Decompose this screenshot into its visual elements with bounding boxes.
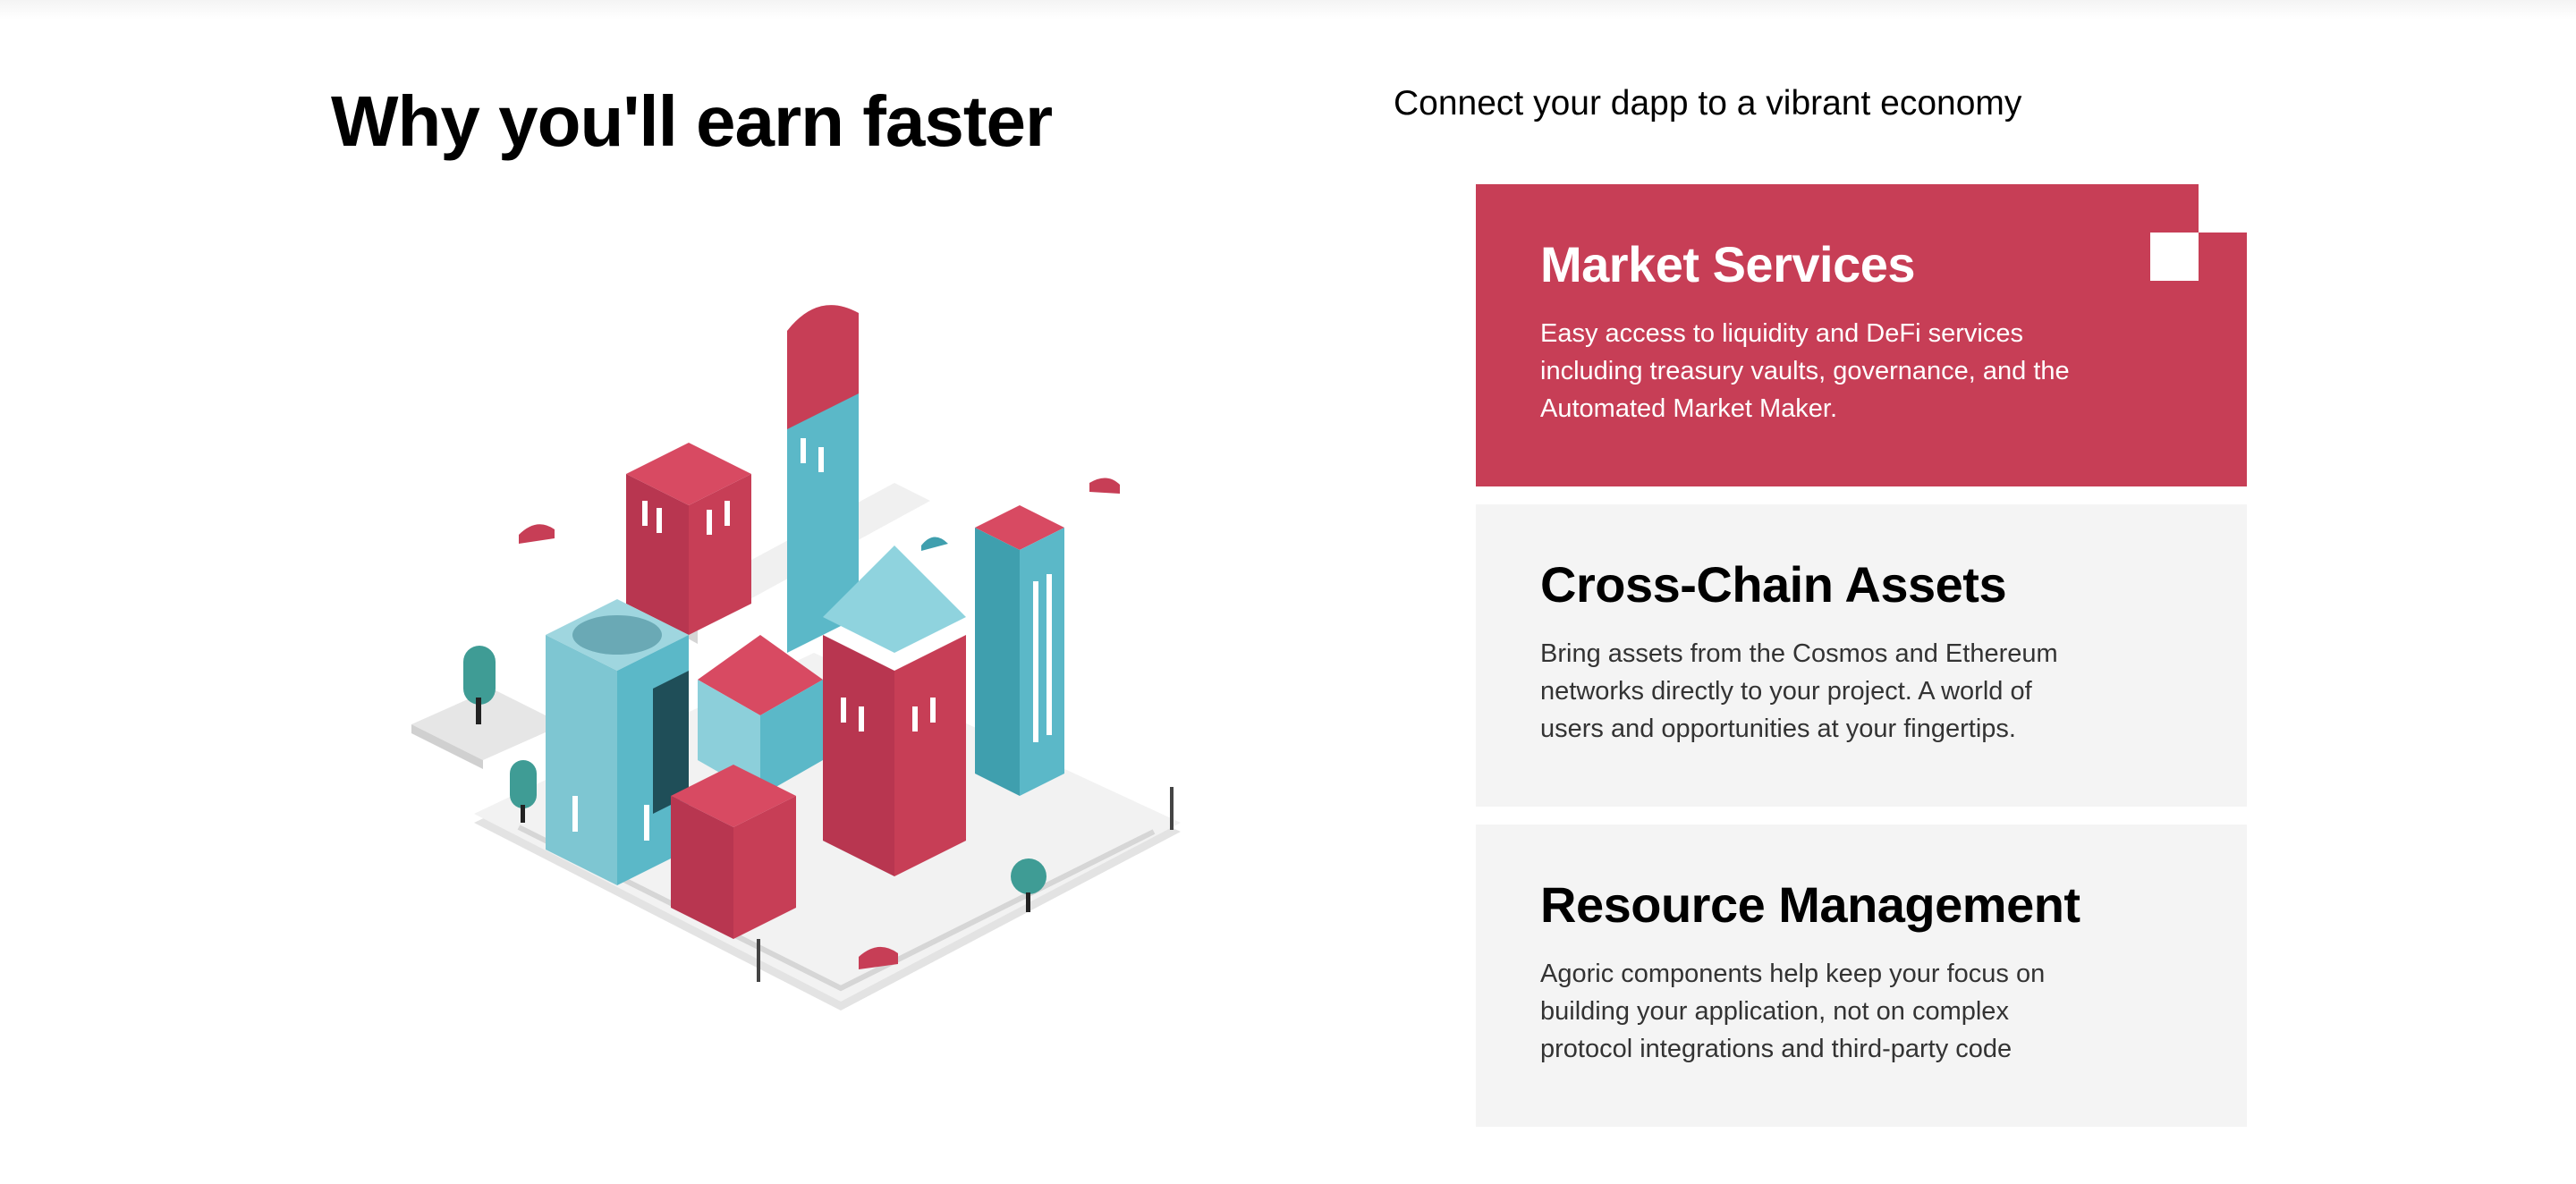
red-block-right [733,796,796,939]
card-description: Agoric components help keep your focus o… [1540,960,2046,1063]
teal-tower-right [1020,528,1064,796]
top-divider [0,0,2576,20]
card-cross-chain-assets[interactable]: Cross-Chain Assets Bring assets from the… [1476,504,2247,807]
card-square-decoration [2150,233,2199,281]
house-roof [698,635,823,715]
house-right [760,680,823,796]
car-icon [519,524,555,544]
island-platform [411,689,564,760]
glass-roof [823,545,966,653]
tree-trunk [476,698,481,724]
card-description: Easy access to liquidity and DeFi servic… [1540,319,2070,423]
red-block-left [671,796,733,939]
teal-building-roof [572,615,662,655]
lamp-post-icon [1170,787,1174,830]
house-left [698,680,760,796]
tree-icon [463,646,496,705]
tree-trunk-2 [521,805,525,823]
tree-icon-3 [1011,858,1046,894]
drone-icon [921,537,948,551]
card-title: Resource Management [1540,876,2080,933]
right-building-right [894,635,966,876]
teal-tower-left [975,528,1020,796]
card-market-services[interactable]: Market Services Easy access to liquidity… [1476,184,2247,486]
card-notch-decoration [2199,184,2247,233]
tower-left-face [626,474,689,635]
teal-building-left [546,635,617,885]
isometric-city-illustration-icon [411,305,1181,1011]
card-description: Bring assets from the Cosmos and Ethereu… [1540,639,2058,743]
window-strips [572,438,1052,841]
car-icon-3 [859,946,898,969]
tree-icon-2 [510,760,537,808]
teal-building-opening [653,671,689,814]
island-edge [411,724,483,769]
card-resource-management[interactable]: Resource Management Agoric components he… [1476,825,2247,1127]
tree-trunk-3 [1026,892,1030,912]
lamp-post-icon-2 [757,939,760,982]
right-building-left [823,635,894,876]
section-subtitle: Connect your dapp to a vibrant economy [1394,84,2022,123]
tower-right-face [689,474,751,635]
card-title: Cross-Chain Assets [1540,556,2007,613]
card-title: Market Services [1540,236,1916,292]
car-icon-2 [1089,478,1120,494]
section-title: Why you'll earn faster [331,81,1053,161]
